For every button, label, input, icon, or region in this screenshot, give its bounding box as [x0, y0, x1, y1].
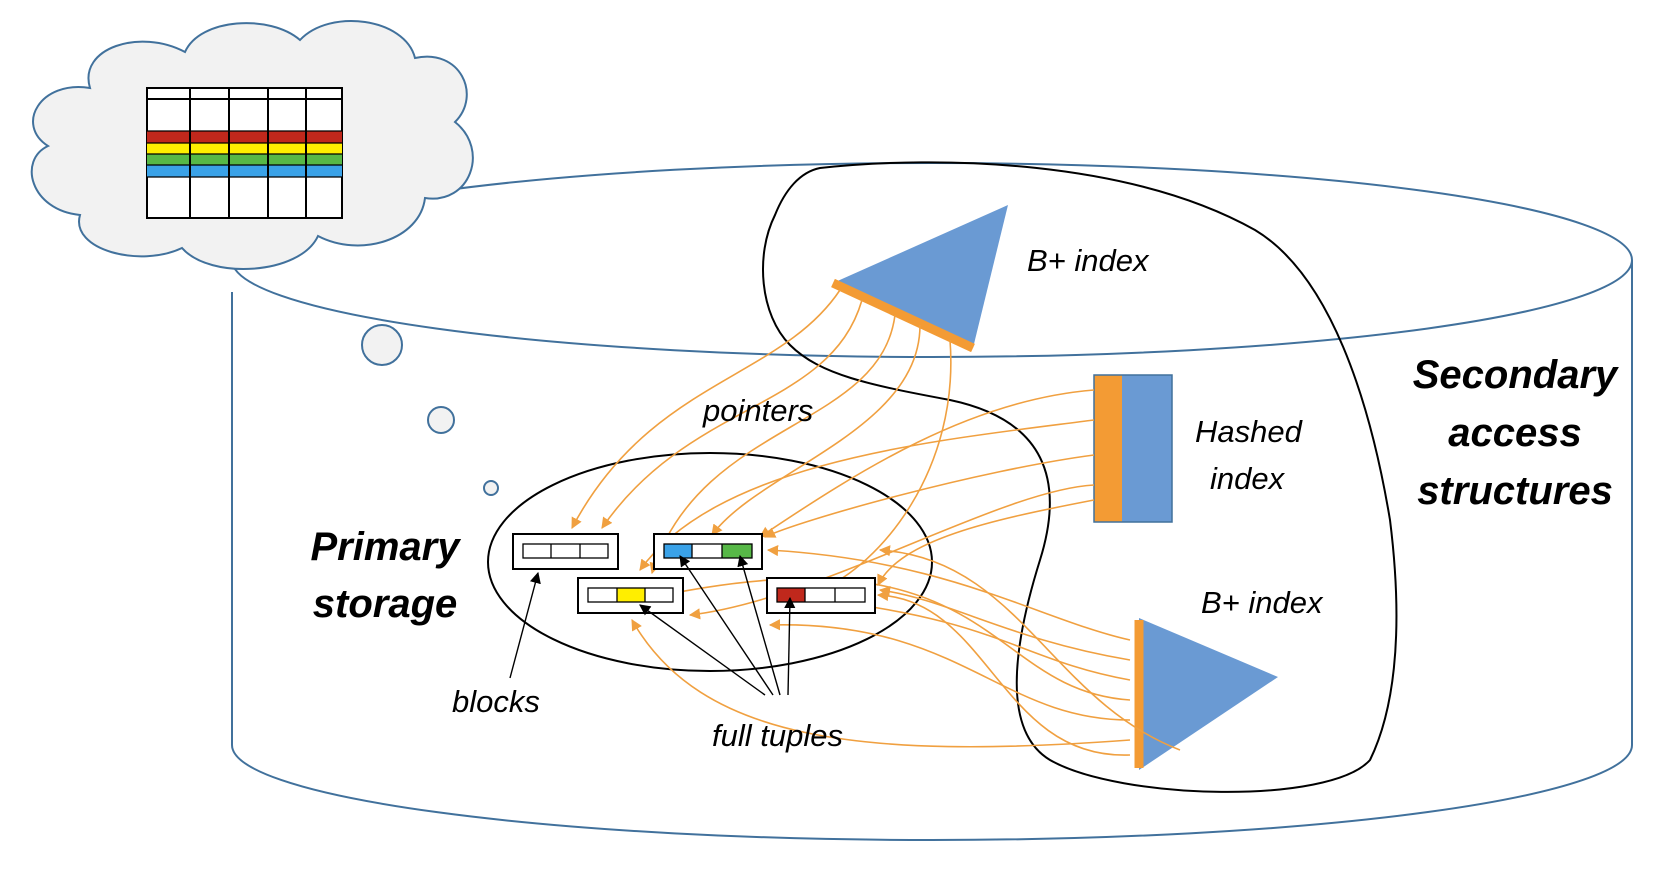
bplus-index-bottom-label: B+ index — [1201, 585, 1324, 620]
annotation-arrows — [509, 554, 796, 696]
block-2 — [653, 533, 763, 570]
bplus-index-bottom-triangle — [1134, 618, 1278, 770]
secondary-label-line3: structures — [1417, 469, 1613, 513]
relation-table-icon — [146, 87, 343, 219]
hashed-index-label-line2: index — [1210, 461, 1286, 496]
pointers-label: pointers — [702, 393, 813, 428]
bplus-index-top-label: B+ index — [1027, 243, 1150, 278]
blocks-label: blocks — [452, 684, 540, 719]
hashed-index-label-line1: Hashed — [1195, 414, 1304, 449]
block-3 — [577, 577, 684, 614]
secondary-label-line2: access — [1448, 411, 1581, 455]
primary-storage-label-line2: storage — [313, 582, 458, 626]
thought-bubbles — [361, 324, 499, 496]
secondary-access-region — [762, 161, 1398, 793]
block-4 — [766, 577, 876, 614]
full-tuples-label: full tuples — [712, 718, 843, 753]
primary-storage-region — [487, 452, 933, 672]
block-1 — [512, 533, 619, 570]
secondary-label-line1: Secondary — [1413, 353, 1619, 397]
hashed-index-rect — [1093, 374, 1173, 523]
primary-storage-label-line1: Primary — [311, 525, 462, 569]
bplus-index-top-triangle — [831, 205, 1008, 353]
pointer-arrows — [571, 289, 1181, 756]
